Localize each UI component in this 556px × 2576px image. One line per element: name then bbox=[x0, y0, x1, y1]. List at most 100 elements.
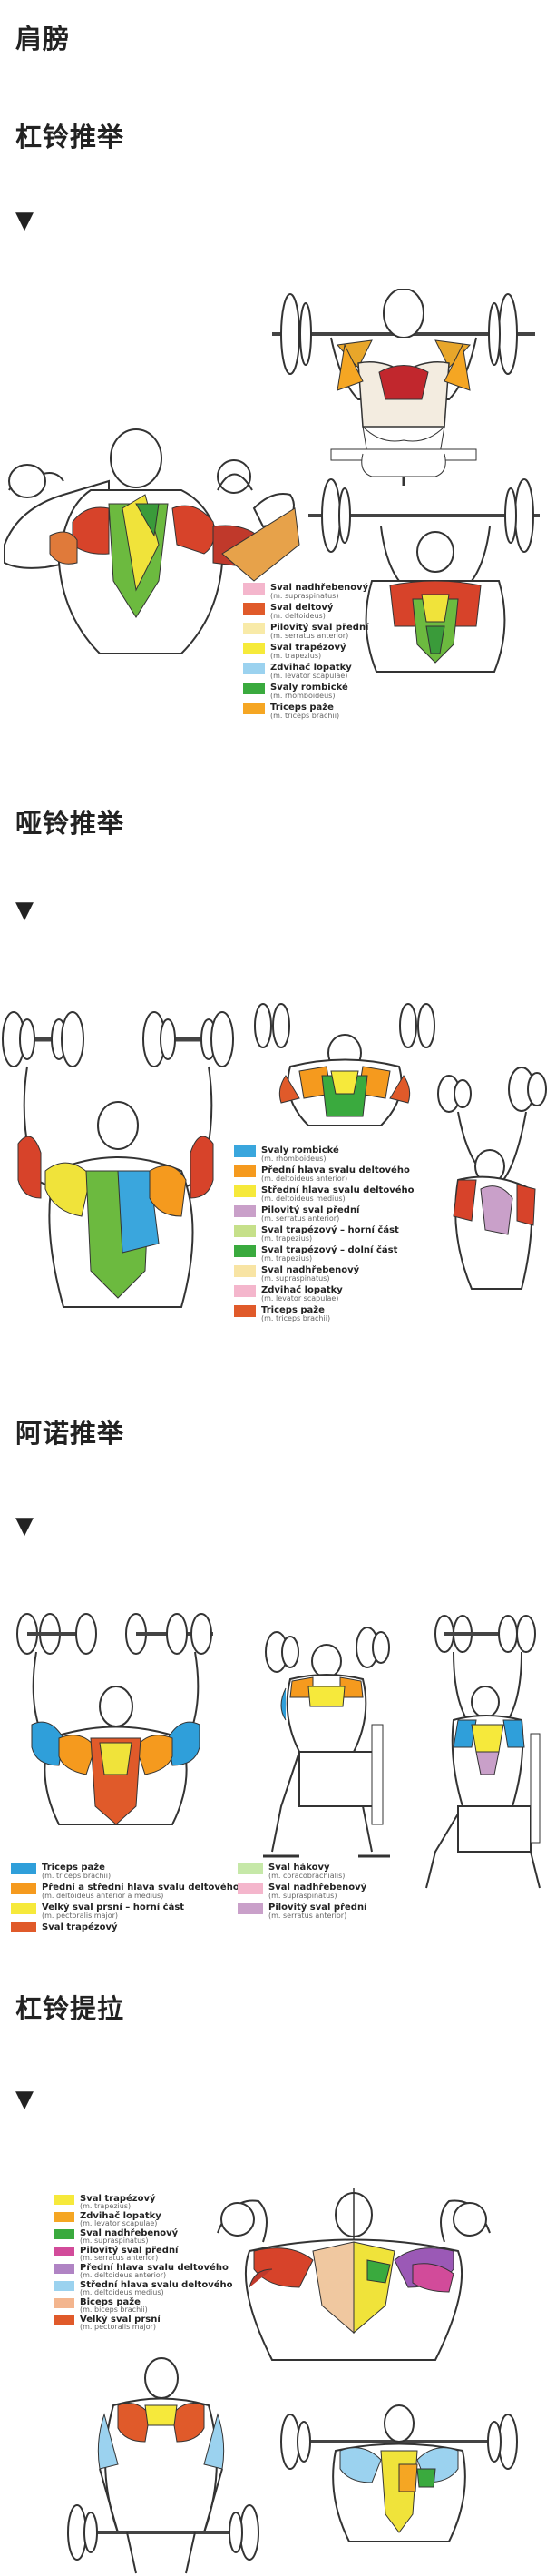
legend-latin: (m. levator scapulae) bbox=[270, 672, 347, 680]
legend-latin: (m. rhomboideus) bbox=[261, 1155, 326, 1163]
legend-name: Sval trapézový – horní část bbox=[261, 1224, 399, 1235]
legend-name: Střední hlava svalu deltového bbox=[261, 1185, 415, 1195]
legend-swatch bbox=[243, 583, 265, 595]
dumbbell-press-side-figure bbox=[437, 1067, 547, 1290]
legend-upright-row: Sval trapézový (m. trapezius) Zdvihač lo… bbox=[54, 2193, 233, 2331]
legend-name: Sval deltový bbox=[270, 602, 334, 613]
back-muscles-figure bbox=[4, 428, 300, 654]
legend-latin: (m. pectoralis major) bbox=[80, 2323, 156, 2331]
legend-latin: (m. triceps brachii) bbox=[42, 1872, 111, 1880]
legend-swatch bbox=[243, 683, 265, 694]
legend-swatch bbox=[54, 2298, 74, 2308]
legend-latin: (m. deltoideus anterior) bbox=[261, 1175, 347, 1183]
legend-name: Zdvihač lopatky bbox=[270, 662, 352, 673]
arnold-press-illustration: Triceps paže (m. triceps brachii) Přední… bbox=[11, 1613, 541, 1932]
barbell-press-back-figure bbox=[308, 478, 540, 673]
legend-swatch bbox=[243, 703, 265, 714]
arnold-press-seated-figure bbox=[263, 1627, 390, 1858]
legend-latin: (m. deltoideus medius) bbox=[261, 1195, 346, 1203]
legend-barbell-press: Sval nadhřebenový (m. supraspinatus) Sva… bbox=[243, 582, 369, 720]
legend-swatch bbox=[243, 623, 265, 634]
legend-swatch bbox=[234, 1145, 256, 1157]
legend-name: Sval trapézový bbox=[80, 2193, 156, 2204]
legend-latin: (m. levator scapulae) bbox=[261, 1294, 338, 1303]
legend-swatch bbox=[54, 2229, 74, 2239]
legend-latin: (m. serratus anterior) bbox=[270, 632, 348, 640]
legend-latin: (m. serratus anterior) bbox=[80, 2254, 158, 2262]
legend-swatch bbox=[234, 1245, 256, 1257]
upright-row-flex-figure bbox=[217, 2188, 491, 2361]
legend-name: Sval trapézový bbox=[270, 642, 346, 653]
legend-name: Sval nadhřebenový bbox=[80, 2227, 179, 2238]
dumbbell-press-back-figure bbox=[2, 1011, 234, 1308]
legend-latin: (m. deltoideus anterior) bbox=[80, 2271, 166, 2279]
legend-latin: (m. trapezius) bbox=[80, 2202, 131, 2210]
legend-name: Přední hlava svalu deltového bbox=[80, 2262, 229, 2273]
legend-latin: (m. serratus anterior) bbox=[268, 1912, 346, 1920]
legend-name: Velký sval prsní bbox=[80, 2314, 161, 2325]
legend-arnold-press-right: Sval hákový (m. coracobrachialis) Sval n… bbox=[238, 1862, 367, 1920]
down-arrow-icon: ▼ bbox=[15, 2086, 34, 2113]
legend-name: Svaly rombické bbox=[261, 1145, 339, 1155]
section-heading-barbell-press: 杠铃推举 bbox=[15, 122, 125, 152]
legend-latin: (m. coracobrachialis) bbox=[268, 1872, 345, 1880]
legend-swatch bbox=[11, 1922, 36, 1932]
legend-name: Triceps paže bbox=[42, 1862, 105, 1873]
legend-name: Pilovitý sval přední bbox=[268, 1902, 367, 1912]
legend-name: Svaly rombické bbox=[270, 682, 348, 693]
legend-swatch bbox=[234, 1225, 256, 1237]
barbell-press-front-figure bbox=[272, 289, 535, 486]
upright-row-illustration: Sval trapézový (m. trapezius) Zdvihač lo… bbox=[54, 2188, 518, 2574]
arnold-press-side-figure bbox=[425, 1615, 541, 1889]
upright-row-front-figure bbox=[67, 2357, 259, 2574]
legend-latin: (m. pectoralis major) bbox=[42, 1912, 118, 1920]
section-heading-arnold-press: 阿诺推举 bbox=[15, 1418, 125, 1449]
legend-latin: (m. supraspinatus) bbox=[268, 1892, 337, 1900]
legend-name: Zdvihač lopatky bbox=[80, 2210, 161, 2221]
legend-swatch bbox=[243, 643, 265, 654]
legend-name: Zdvihač lopatky bbox=[261, 1284, 343, 1295]
legend-swatch bbox=[54, 2247, 74, 2256]
legend-swatch bbox=[54, 2195, 74, 2205]
down-arrow-icon: ▼ bbox=[15, 1512, 34, 1539]
legend-swatch bbox=[234, 1165, 256, 1177]
legend-latin: (m. supraspinatus) bbox=[80, 2237, 148, 2245]
legend-swatch bbox=[243, 663, 265, 674]
legend-latin: (m. supraspinatus) bbox=[261, 1274, 329, 1283]
legend-name: Sval nadhřebenový bbox=[261, 1264, 360, 1275]
legend-latin: (m. supraspinatus) bbox=[270, 592, 338, 600]
legend-swatch bbox=[11, 1903, 36, 1914]
legend-swatch bbox=[238, 1903, 263, 1914]
legend-latin: (m. trapezius) bbox=[261, 1234, 312, 1243]
legend-latin: (m. trapezius) bbox=[270, 652, 321, 660]
legend-name: Velký sval prsní – horní část bbox=[42, 1902, 184, 1912]
legend-latin: (m. deltoideus medius) bbox=[80, 2288, 164, 2296]
legend-latin: (m. levator scapulae) bbox=[80, 2219, 157, 2227]
legend-swatch bbox=[238, 1863, 263, 1874]
legend-name: Triceps paže bbox=[270, 702, 334, 713]
legend-dumbbell-press: Svaly rombické (m. rhomboideus) Přední h… bbox=[234, 1145, 415, 1322]
legend-swatch bbox=[54, 2281, 74, 2291]
legend-name: Pilovitý sval přední bbox=[261, 1204, 360, 1215]
legend-latin: (m. deltoideus anterior a medius) bbox=[42, 1892, 163, 1900]
legend-name: Sval trapézový bbox=[42, 1922, 118, 1932]
arnold-press-back-figure bbox=[16, 1613, 213, 1825]
legend-name: Pilovitý sval přední bbox=[270, 622, 369, 633]
legend-name: Sval hákový bbox=[268, 1862, 330, 1873]
page-title: 肩膀 bbox=[15, 24, 71, 54]
dumbbell-press-seated-back-figure bbox=[254, 1003, 435, 1126]
legend-latin: (m. biceps brachii) bbox=[80, 2306, 148, 2314]
section-heading-upright-row: 杠铃提拉 bbox=[15, 1993, 125, 2024]
legend-name: Sval nadhřebenový bbox=[268, 1882, 367, 1893]
barbell-press-illustration: Sval nadhřebenový (m. supraspinatus) Sva… bbox=[4, 289, 540, 720]
legend-name: Přední a střední hlava svalu deltového bbox=[42, 1882, 239, 1893]
legend-name: Sval trapézový – dolní část bbox=[261, 1244, 398, 1255]
legend-latin: (m. serratus anterior) bbox=[261, 1214, 339, 1223]
legend-name: Přední hlava svalu deltového bbox=[261, 1165, 410, 1175]
legend-swatch bbox=[54, 2264, 74, 2274]
legend-latin: (m. rhomboideus) bbox=[270, 692, 335, 700]
legend-name: Střední hlava svalu deltového bbox=[80, 2279, 233, 2290]
legend-name: Sval nadhřebenový bbox=[270, 582, 369, 593]
legend-name: Biceps paže bbox=[80, 2296, 141, 2307]
legend-swatch bbox=[54, 2212, 74, 2222]
